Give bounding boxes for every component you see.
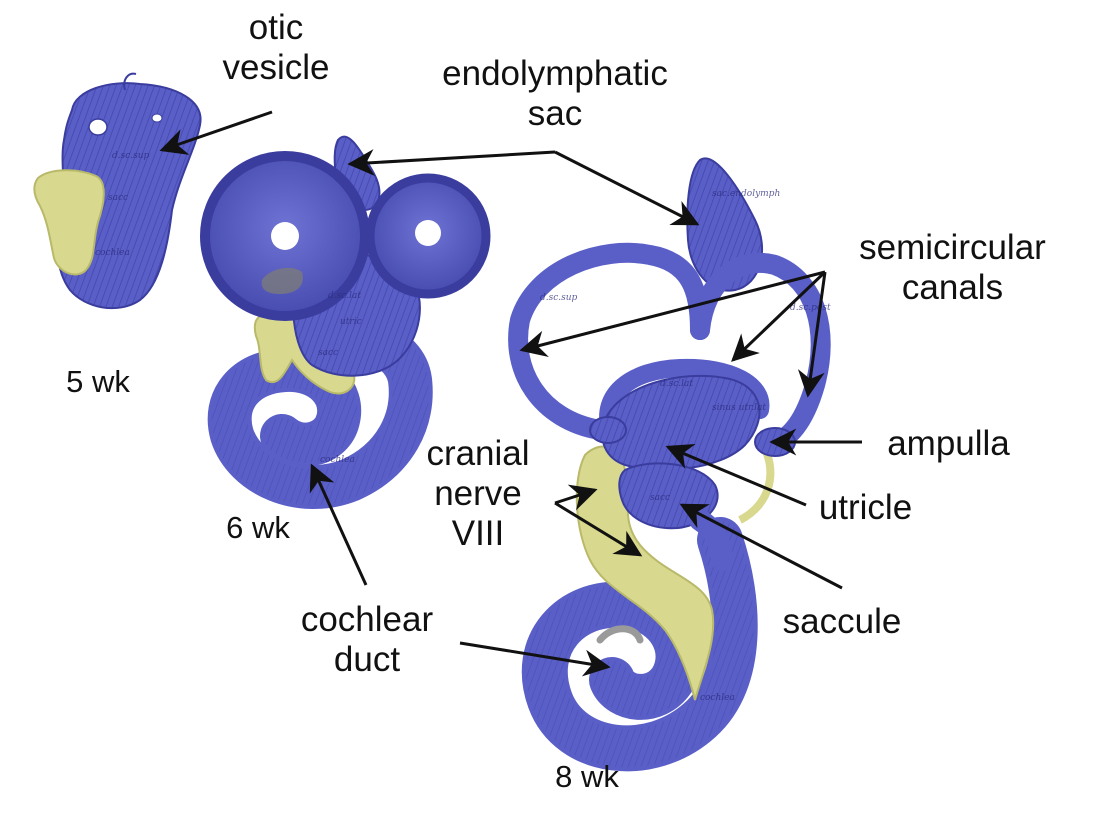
label-cochlear-duct: cochlear duct (300, 600, 434, 679)
arrow-cochlear-duct-8wk (459, 641, 611, 677)
semicircular-canal-8wk-lateral (599, 358, 770, 439)
stage-5wk-structure: d.sc.sup sacc cochlea (33, 72, 202, 310)
engraved-label-utricle-6wk: utric (340, 317, 362, 327)
engraved-label-canal-sup-8wk: d.sc.sup (540, 293, 578, 303)
arrow-otic-vesicle (159, 110, 273, 155)
engraved-label-cochlea-6wk: cochlea (320, 455, 355, 465)
label-utricle: utricle (818, 488, 913, 527)
arrow-cochlear-duct-6wk (309, 463, 368, 586)
arrow-cranial-nerve-upper (554, 484, 598, 511)
engraved-label-sacc-8wk: sacc (650, 493, 670, 503)
engraved-label-sacc-6wk: sacc (318, 348, 338, 358)
engraved-label-endolymph-8wk: sac.endolymph (712, 189, 780, 199)
label-saccule: saccule (782, 602, 902, 641)
engraved-label-canal-5wk: d.sc.sup (112, 151, 150, 161)
semicircular-canal-8wk-posterior (690, 252, 831, 455)
otic-vesicle-5wk-opening (88, 118, 108, 136)
stage-6wk-structure: d.sc.lat utric sacc cochlea (200, 135, 491, 510)
arrow-semicircular-canal-left (519, 270, 826, 358)
stage-label-5wk: 5 wk (66, 364, 130, 399)
engraved-label-cochlea-8wk: cochlea (700, 693, 735, 703)
label-semicircular-canals: semicircular canals (859, 228, 1046, 307)
engraved-label-canal-6wk: d.sc.lat (328, 291, 361, 301)
arrow-endolymphatic-sac-6wk (347, 149, 556, 177)
utricle-8wk (601, 374, 761, 471)
engraved-label-sacc-5wk: sacc (108, 193, 128, 203)
leader-arrows (159, 110, 862, 677)
label-endolymphatic-sac: endolymphatic sac (442, 54, 668, 133)
arrow-endolymphatic-sac-8wk (554, 150, 700, 226)
arrow-utricle (665, 443, 807, 507)
otic-vesicle-5wk-nerve (33, 169, 105, 276)
engraved-label-canal-post-8wk: d.sc.post (790, 303, 831, 313)
arrow-semicircular-canal-mid (731, 270, 827, 362)
stage-label-8wk: 8 wk (555, 759, 619, 794)
engraved-label-canal-lat-8wk: d.sc.lat (660, 379, 693, 389)
arrow-saccule (679, 503, 843, 590)
label-otic-vesicle: otic vesicle (222, 8, 330, 87)
stage-label-6wk: 6 wk (226, 510, 290, 545)
arrow-cranial-nerve-lower (554, 501, 643, 557)
label-cranial-nerve-viii: cranial nerve VIII (426, 434, 530, 553)
engraved-label-cochlea-5wk: cochlea (95, 248, 130, 258)
engraved-label-sinus-8wk: sinus utr.lat (712, 403, 766, 413)
arrow-semicircular-canal-right (797, 271, 827, 398)
label-ampulla: ampulla (887, 424, 1010, 463)
semicircular-canal-8wk-anterior (508, 242, 710, 440)
